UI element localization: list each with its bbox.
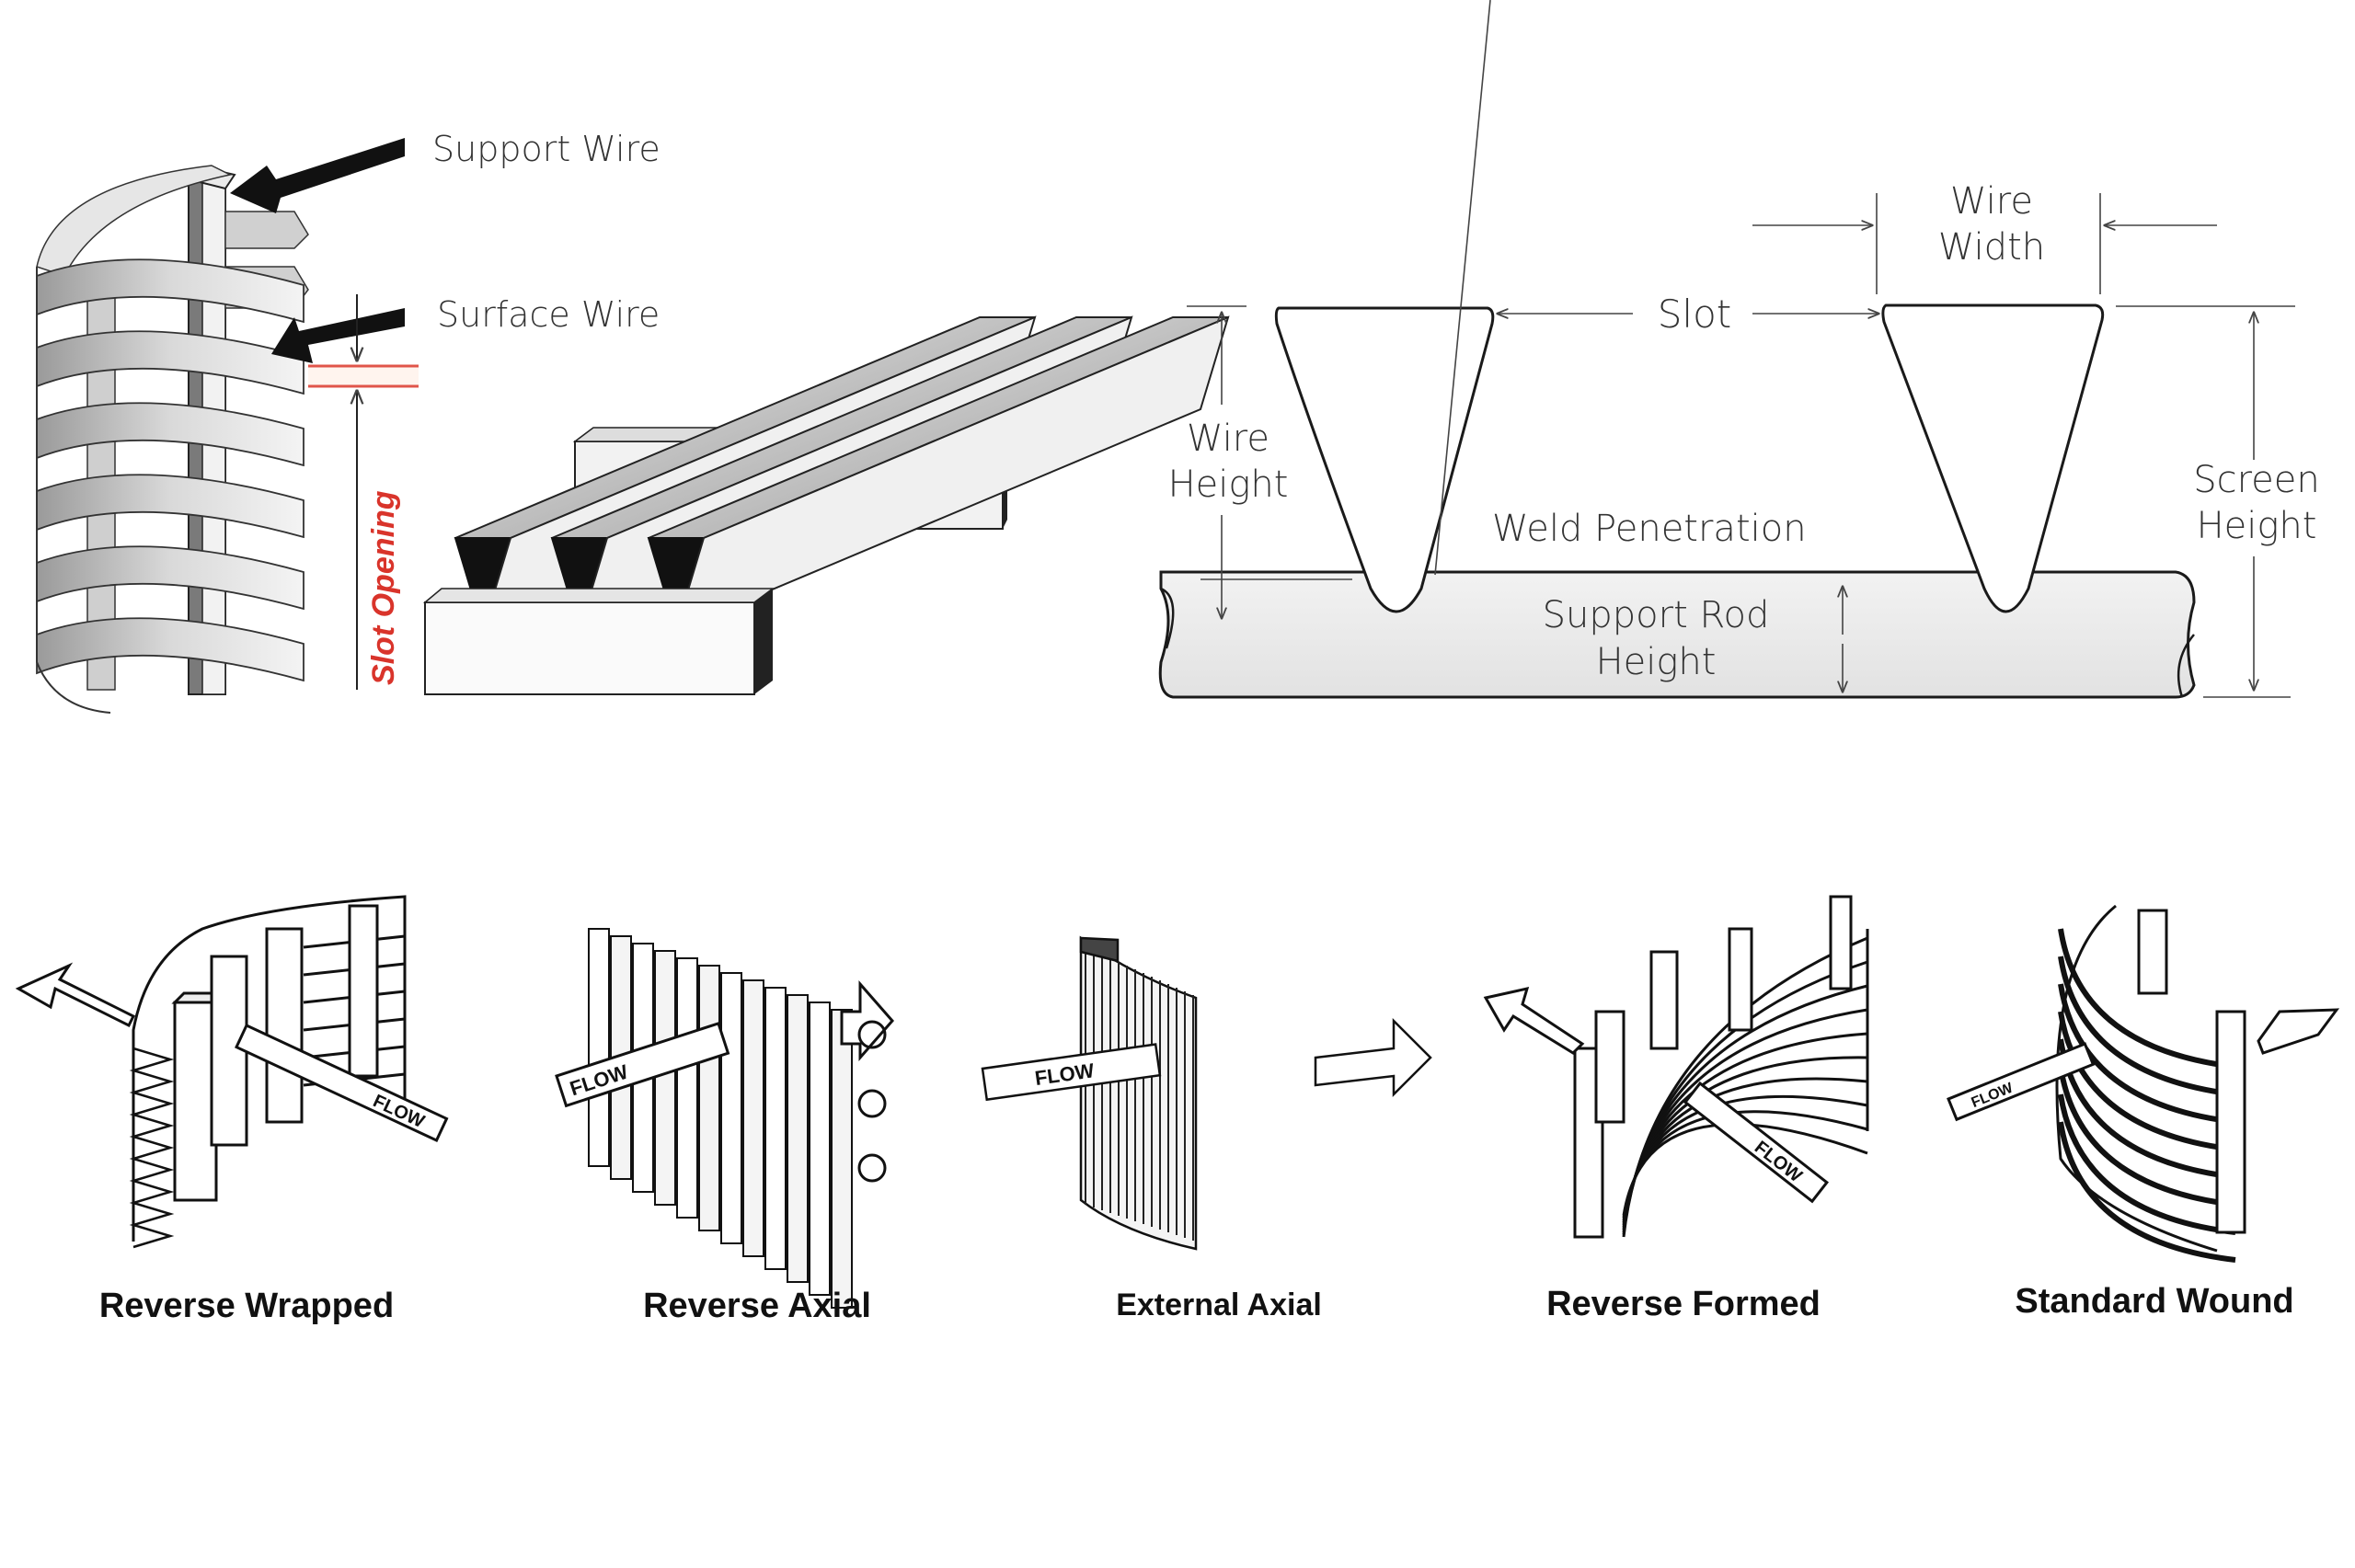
- slot-label: Slot: [1658, 292, 1732, 337]
- slot-opening-indicator: Slot Opening: [308, 294, 419, 690]
- wire-height-label-2: Height: [1168, 464, 1289, 506]
- label-reverse-axial: Reverse Axial: [643, 1287, 871, 1325]
- label-standard-wound: Standard Wound: [2015, 1282, 2293, 1321]
- wedge-wire-illustration: [422, 315, 1230, 695]
- surface-wire-band: [36, 545, 304, 611]
- flow-out-arrow-icon: [2257, 1008, 2340, 1055]
- surface-wire-label: Surface Wire: [437, 294, 660, 335]
- label-reverse-formed: Reverse Formed: [1546, 1285, 1821, 1323]
- flow-out-arrow-icon: [15, 962, 136, 1028]
- slot-opening-label: Slot Opening: [366, 490, 401, 685]
- type-external-axial: FLOW: [981, 935, 1432, 1251]
- surface-wire-band: [36, 258, 304, 324]
- surface-wire-band: [36, 474, 304, 539]
- support-wire-label: Support Wire: [432, 129, 661, 169]
- flow-out-arrow-icon: [840, 980, 894, 1061]
- formed-wire-arc: [1622, 1123, 1868, 1216]
- wound-wire-arc: [2058, 983, 2236, 1125]
- support-wire-callout: Support Wire: [230, 129, 661, 213]
- wedge-left-shape: [1274, 306, 1495, 613]
- surface-wire-bands: [36, 258, 304, 682]
- edge: [2055, 904, 2218, 1253]
- screen-height-label-2: Height: [2197, 505, 2317, 547]
- wound-wire-arc: [2058, 1011, 2236, 1152]
- cross-section-dimensions: [1187, 0, 2295, 698]
- axial-bar: [676, 957, 698, 1219]
- axial-bar: [787, 994, 809, 1283]
- axial-bar: [809, 1001, 831, 1296]
- wire-height-label-1: Wire: [1187, 418, 1269, 460]
- type-reverse-axial: FLOW: [555, 928, 894, 1309]
- axial-bar: [654, 950, 676, 1206]
- axial-bar: [764, 987, 787, 1270]
- wound-wire-arc: [2058, 1066, 2236, 1207]
- type-standard-wound: FLOW: [1947, 904, 2340, 1263]
- support-wire-arrow-icon: [230, 138, 405, 213]
- flow-tag: FLOW: [981, 1043, 1162, 1102]
- flow-out-arrow-icon: [1314, 1017, 1432, 1098]
- weld-penetration-label: Weld Penetration: [1492, 508, 1807, 550]
- support-rod-height-label-2: Height: [1596, 641, 1717, 683]
- axial-bar: [742, 979, 764, 1257]
- cylinder-screen-illustration: [36, 165, 309, 714]
- cross-section-diagram: [1158, 303, 2196, 699]
- axial-bar: [588, 928, 610, 1167]
- flow-tag: FLOW: [1683, 1081, 1830, 1204]
- axial-bar: [720, 972, 742, 1244]
- wire-width-label-2: Width: [1938, 226, 2045, 269]
- axial-bar: [831, 1009, 853, 1309]
- axial-bar: [698, 965, 720, 1231]
- flow-out-arrow-icon: [1483, 986, 1585, 1055]
- wound-wire-arc: [2058, 1121, 2236, 1263]
- cross-section-labels: Wire Width Slot Wire Height Weld Penetra…: [1168, 180, 2320, 683]
- screen-height-label-1: Screen: [2193, 459, 2320, 501]
- support-rod-height-label-1: Support Rod: [1543, 594, 1770, 636]
- surface-wire-arrow-icon: [271, 308, 405, 363]
- wire-profile-zigzag: [129, 1047, 175, 1249]
- label-external-axial: External Axial: [1116, 1288, 1322, 1322]
- surface-wire-band: [36, 330, 304, 395]
- wire-width-label-1: Wire: [1950, 180, 2033, 223]
- type-reverse-formed: FLOW: [1483, 895, 1869, 1239]
- surface-wire-band: [36, 617, 304, 682]
- wedge-right-shape: [1881, 303, 2105, 613]
- wound-wire-arc: [2058, 1093, 2236, 1235]
- surface-wire-callout: Surface Wire: [271, 294, 660, 363]
- wound-wire-arc: [2058, 928, 2236, 1070]
- surface-wire-band: [36, 402, 304, 467]
- label-reverse-wrapped: Reverse Wrapped: [99, 1287, 394, 1325]
- type-reverse-wrapped: FLOW: [15, 895, 449, 1249]
